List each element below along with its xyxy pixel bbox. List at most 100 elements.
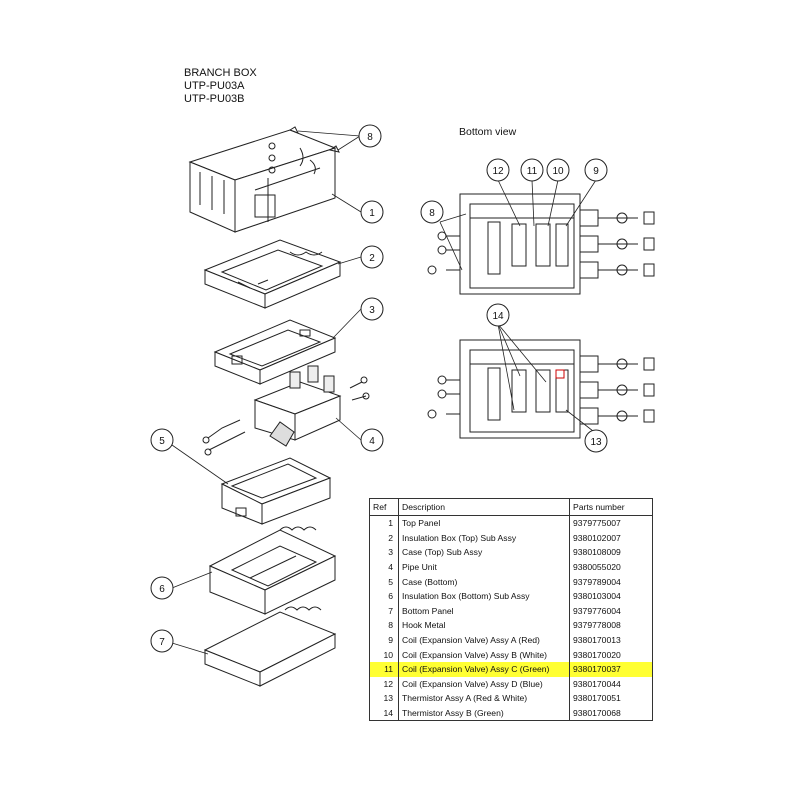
callout-11: 11 bbox=[520, 158, 544, 182]
row-description: Insulation Box (Bottom) Sub Assy bbox=[398, 588, 570, 604]
callout-3: 3 bbox=[360, 297, 384, 321]
callout-label: 13 bbox=[590, 437, 602, 448]
callout-label: 7 bbox=[159, 637, 165, 648]
callout-1: 1 bbox=[360, 200, 384, 224]
header-ref: Ref bbox=[369, 498, 399, 516]
callout-14: 14 bbox=[486, 303, 510, 327]
callout-7: 7 bbox=[150, 629, 174, 653]
title-line-1: BRANCH BOX bbox=[184, 67, 257, 79]
row-parts-number: 9380170044 bbox=[569, 676, 653, 692]
callout-9: 9 bbox=[584, 158, 608, 182]
row-description: Case (Bottom) bbox=[398, 574, 570, 589]
row-parts-number: 9379775007 bbox=[569, 515, 653, 531]
callout-8-top: 8 bbox=[358, 124, 382, 148]
row-parts-number: 9379776004 bbox=[569, 603, 653, 619]
part-case-bottom-drawing bbox=[220, 457, 332, 525]
row-ref: 5 bbox=[369, 574, 399, 589]
callout-label: 8 bbox=[429, 208, 435, 219]
callout-13: 13 bbox=[584, 429, 608, 453]
header-description: Description bbox=[398, 498, 570, 516]
bottom-view-upper-leaders bbox=[439, 179, 597, 271]
row-parts-number: 9380103004 bbox=[569, 588, 653, 604]
bottom-view-lower-leaders bbox=[497, 323, 594, 432]
part-insulation-box-bottom-drawing bbox=[208, 526, 337, 615]
row-ref: 4 bbox=[369, 559, 399, 575]
callout-label: 14 bbox=[492, 311, 504, 322]
part-case-top-drawing bbox=[213, 319, 337, 385]
row-parts-number: 9380170037 bbox=[569, 661, 653, 677]
row-ref: 11 bbox=[369, 661, 399, 677]
part-pipe-unit-drawing bbox=[202, 365, 370, 456]
bottom-view-upper-drawing bbox=[427, 193, 655, 295]
part-insulation-box-top-drawing bbox=[203, 239, 342, 309]
row-ref: 9 bbox=[369, 632, 399, 648]
row-parts-number: 9380102007 bbox=[569, 530, 653, 546]
row-ref: 6 bbox=[369, 588, 399, 604]
callout-2: 2 bbox=[360, 245, 384, 269]
row-description: Coil (Expansion Valve) Assy A (Red) bbox=[398, 632, 570, 648]
row-ref: 12 bbox=[369, 676, 399, 692]
header-parts-number: Parts number bbox=[569, 498, 653, 516]
callout-label: 11 bbox=[527, 166, 538, 177]
callout-label: 10 bbox=[552, 166, 564, 177]
row-parts-number: 9380108009 bbox=[569, 545, 653, 560]
row-ref: 1 bbox=[369, 515, 399, 531]
exploded-leader-lines bbox=[171, 130, 362, 655]
callout-label: 1 bbox=[369, 208, 375, 219]
title-line-3: UTP-PU03B bbox=[184, 93, 245, 105]
row-parts-number: 9380170068 bbox=[569, 705, 653, 722]
row-description: Hook Metal bbox=[398, 618, 570, 633]
row-ref: 10 bbox=[369, 647, 399, 662]
callout-label: 12 bbox=[492, 166, 504, 177]
callout-label: 9 bbox=[593, 166, 599, 177]
row-parts-number: 9380170013 bbox=[569, 632, 653, 648]
row-description: Thermistor Assy A (Red & White) bbox=[398, 691, 570, 706]
row-parts-number: 9380170051 bbox=[569, 691, 653, 706]
row-ref: 3 bbox=[369, 545, 399, 560]
row-parts-number: 9379789004 bbox=[569, 574, 653, 589]
row-description: Pipe Unit bbox=[398, 559, 570, 575]
callout-8-bottom: 8 bbox=[420, 200, 444, 224]
parts-table-header: Ref Description Parts number bbox=[369, 498, 653, 516]
row-ref: 8 bbox=[369, 618, 399, 633]
title-line-2: UTP-PU03A bbox=[184, 80, 245, 92]
callout-label: 3 bbox=[369, 305, 375, 316]
row-parts-number: 9380055020 bbox=[569, 559, 653, 575]
row-description: Top Panel bbox=[398, 515, 570, 531]
callout-12: 12 bbox=[486, 158, 510, 182]
part-top-panel-drawing bbox=[188, 126, 340, 233]
callout-label: 4 bbox=[369, 436, 375, 447]
diagram-title: BRANCH BOX UTP-PU03A UTP-PU03B bbox=[184, 67, 257, 106]
row-ref: 13 bbox=[369, 691, 399, 706]
row-parts-number: 9379778008 bbox=[569, 618, 653, 633]
row-description: Coil (Expansion Valve) Assy B (White) bbox=[398, 647, 570, 662]
bottom-view-lower-drawing bbox=[427, 339, 655, 439]
row-ref: 7 bbox=[369, 603, 399, 619]
row-ref: 2 bbox=[369, 530, 399, 546]
callout-4: 4 bbox=[360, 428, 384, 452]
row-ref: 14 bbox=[369, 705, 399, 722]
callout-5: 5 bbox=[150, 428, 174, 452]
part-bottom-panel-drawing bbox=[203, 606, 337, 687]
callout-label: 6 bbox=[159, 584, 165, 595]
row-description: Insulation Box (Top) Sub Assy bbox=[398, 530, 570, 546]
bottom-view-label: Bottom view bbox=[459, 126, 517, 138]
row-description: Coil (Expansion Valve) Assy D (Blue) bbox=[398, 676, 570, 692]
row-description: Thermistor Assy B (Green) bbox=[398, 705, 570, 722]
callout-label: 8 bbox=[367, 132, 373, 143]
row-description: Bottom Panel bbox=[398, 603, 570, 619]
